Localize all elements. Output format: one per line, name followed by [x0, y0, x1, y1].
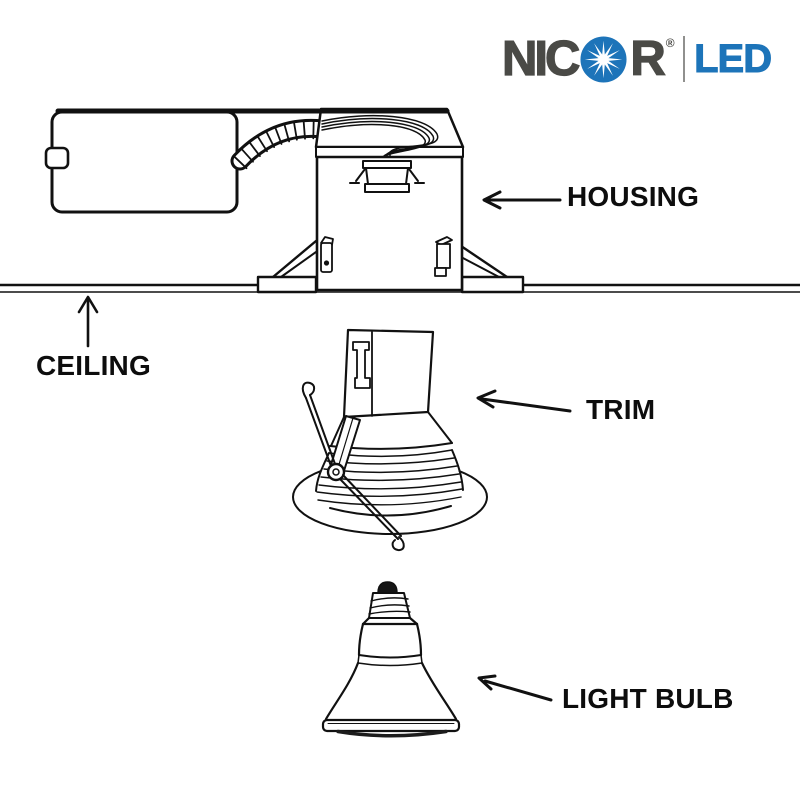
logo-divider	[682, 36, 686, 82]
trim-arrow	[476, 389, 572, 413]
housing-label: HOUSING	[567, 181, 700, 212]
logo-text-nic: NIC	[501, 31, 581, 86]
logo-text-led: LED	[694, 37, 773, 81]
screw-base	[368, 581, 411, 619]
flex-conduit	[230, 118, 332, 171]
callout-arrows	[77, 190, 572, 702]
can-latches	[320, 236, 453, 277]
logo-text-r: R	[630, 31, 667, 86]
bulb-rim	[321, 718, 461, 738]
light-bulb-label: LIGHT BULB	[562, 683, 734, 714]
housing-can	[55, 107, 465, 292]
housing-arrow	[482, 190, 562, 210]
ceiling-label: CEILING	[36, 350, 151, 381]
light-bulb-drawing	[321, 581, 461, 738]
trim-drawing	[292, 328, 488, 552]
mounting-feet	[256, 239, 525, 294]
trim-label: TRIM	[586, 394, 656, 425]
starburst-icon	[580, 35, 627, 83]
light-bulb-arrow	[477, 674, 553, 702]
torsion-spring	[301, 381, 405, 552]
lamp-socket	[349, 160, 425, 193]
junction-box	[44, 110, 239, 214]
registered-trademark: ®	[665, 36, 675, 50]
bulb-body	[324, 616, 458, 721]
ceiling-arrow	[77, 295, 99, 348]
wires	[321, 114, 439, 164]
trim-collar	[342, 328, 435, 419]
housing-drawing	[44, 107, 525, 294]
keyhole-slot	[352, 341, 371, 389]
nicor-led-logo: NIC R ® LED	[501, 30, 773, 88]
bulb-lens-edge	[336, 729, 448, 738]
